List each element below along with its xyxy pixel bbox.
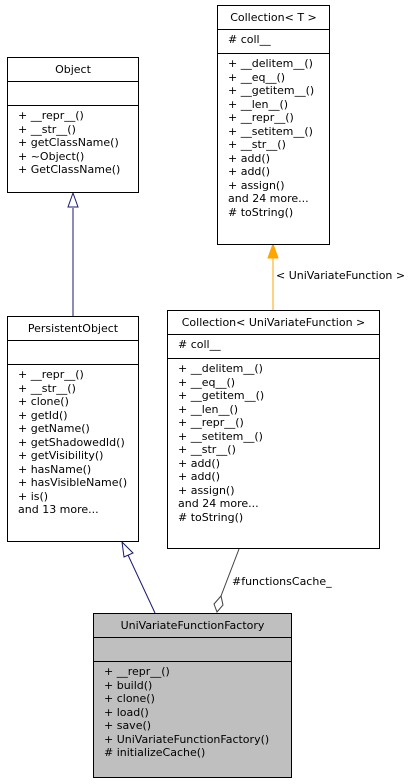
class-member: # initializeCache() bbox=[104, 746, 206, 759]
class-name: Object bbox=[55, 63, 91, 76]
class-member: + __setitem__() bbox=[228, 124, 313, 138]
class-member: + getClassName() bbox=[18, 136, 119, 149]
class-member: + __repr__() bbox=[18, 109, 84, 122]
operations-section: + __delitem__()+ __eq__()+ __getitem__()… bbox=[168, 358, 379, 526]
class-name: Collection< T > bbox=[230, 11, 317, 24]
template-binding-label: < UniVariateFunction > bbox=[276, 269, 406, 282]
class-member: # coll__ bbox=[178, 338, 221, 351]
class-member: + __delitem__() bbox=[228, 57, 313, 70]
class-member: + save() bbox=[104, 719, 152, 732]
class-member: + __repr__() bbox=[178, 416, 244, 429]
class-member: + add() bbox=[178, 456, 221, 470]
edge-factory-to-persistentobject bbox=[127, 554, 156, 614]
class-member: + getId() bbox=[18, 408, 68, 422]
composition-diamond bbox=[213, 594, 224, 613]
attributes-section bbox=[94, 637, 291, 661]
class-persistentobject[interactable]: PersistentObject + __repr__()+ __str__()… bbox=[7, 316, 139, 542]
class-member: + getVisibility() bbox=[18, 449, 104, 462]
class-member: + hasVisibleName() bbox=[18, 476, 128, 489]
class-member: + __str__() bbox=[18, 381, 76, 395]
class-member: + hasName() bbox=[18, 462, 92, 476]
class-member: + __repr__() bbox=[18, 368, 84, 381]
class-member: + assign() bbox=[178, 483, 235, 497]
class-member: + clone() bbox=[18, 395, 69, 408]
class-member: and 24 more... bbox=[178, 497, 259, 510]
class-member: + getName() bbox=[18, 422, 90, 435]
class-member: + __getitem__() bbox=[178, 389, 265, 402]
class-member: + is() bbox=[18, 489, 49, 503]
class-member: # toString() bbox=[178, 510, 244, 524]
attributes-section: # coll__ bbox=[218, 29, 329, 53]
class-name: PersistentObject bbox=[27, 322, 119, 335]
composition-label: #functionsCache_ bbox=[232, 575, 332, 588]
inheritance-arrowhead-persistentobject bbox=[121, 540, 134, 558]
inheritance-arrowhead-object bbox=[67, 191, 79, 208]
class-member: + __eq__() bbox=[178, 375, 236, 389]
class-name: Collection< UniVariateFunction > bbox=[181, 316, 366, 329]
attributes-section bbox=[8, 81, 138, 105]
class-univariatefunctionfactory[interactable]: UniVariateFunctionFactory + __repr__()+ … bbox=[93, 613, 292, 778]
class-collection-univariatefunction[interactable]: Collection< UniVariateFunction > # coll_… bbox=[167, 310, 380, 549]
class-member: + add() bbox=[228, 151, 271, 165]
class-member: + __repr__() bbox=[228, 111, 294, 124]
class-member: # toString() bbox=[228, 205, 294, 219]
class-member: and 24 more... bbox=[228, 192, 309, 205]
class-member: + UniVariateFunctionFactory() bbox=[104, 732, 270, 746]
class-member: + __len__() bbox=[228, 97, 289, 111]
class-member: + __eq__() bbox=[228, 70, 286, 84]
class-member: + add() bbox=[228, 165, 271, 178]
class-member: + __str__() bbox=[178, 443, 236, 456]
class-collection-t[interactable]: Collection< T > # coll__ + __delitem__()… bbox=[217, 5, 330, 245]
class-member: + clone() bbox=[104, 692, 155, 705]
edge-composition bbox=[220, 548, 240, 597]
operations-section: + __repr__()+ build()+ clone()+ load()+ … bbox=[94, 661, 291, 762]
class-member: + ~Object() bbox=[18, 149, 85, 163]
attributes-section: # coll__ bbox=[168, 334, 379, 358]
class-member: + __str__() bbox=[228, 138, 286, 151]
class-member: + add() bbox=[178, 470, 221, 483]
class-member: + __str__() bbox=[18, 122, 76, 136]
class-object[interactable]: Object + __repr__()+ __str__()+ getClass… bbox=[7, 57, 139, 193]
class-member: + __len__() bbox=[178, 402, 239, 416]
class-name: UniVariateFunctionFactory bbox=[120, 619, 265, 632]
attributes-section bbox=[8, 340, 138, 364]
class-member: + build() bbox=[104, 678, 153, 692]
class-member: and 13 more... bbox=[18, 503, 99, 516]
class-member: # coll__ bbox=[228, 33, 271, 46]
operations-section: + __repr__()+ __str__()+ clone()+ getId(… bbox=[8, 364, 138, 519]
class-member: + assign() bbox=[228, 178, 285, 192]
class-member: + __delitem__() bbox=[178, 362, 263, 375]
operations-section: + __repr__()+ __str__()+ getClassName()+… bbox=[8, 105, 138, 179]
class-member: + load() bbox=[104, 705, 149, 719]
class-member: + __setitem__() bbox=[178, 429, 263, 443]
class-member: + getShadowedId() bbox=[18, 435, 125, 449]
template-arrowhead bbox=[267, 242, 279, 259]
class-member: + __getitem__() bbox=[228, 84, 315, 97]
operations-section: + __delitem__()+ __eq__()+ __getitem__()… bbox=[218, 53, 329, 221]
class-member: + GetClassName() bbox=[18, 163, 121, 176]
class-member: + __repr__() bbox=[104, 665, 170, 678]
